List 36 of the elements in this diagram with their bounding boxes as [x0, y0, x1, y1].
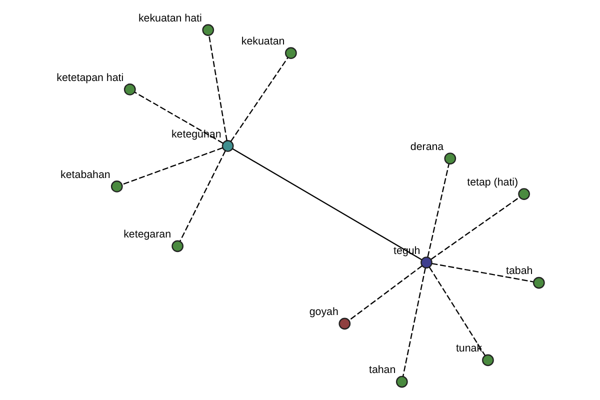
node-label: kekuatan hati — [138, 12, 202, 24]
node-label: goyah — [309, 306, 338, 318]
connector — [208, 35, 228, 141]
connector — [427, 164, 450, 258]
node-label: ketegaran — [124, 228, 172, 241]
node-circle — [172, 240, 184, 252]
connector — [348, 265, 422, 321]
node-label: tahan — [368, 364, 396, 376]
node-circle — [482, 354, 494, 366]
node-circle — [338, 318, 351, 330]
node-label: kekuatan — [241, 35, 285, 48]
connector — [432, 262, 534, 282]
connector — [180, 150, 226, 242]
node-label: derana — [410, 140, 444, 153]
node-circle — [202, 24, 214, 36]
node-label: ketabahan — [60, 168, 110, 181]
connector — [428, 266, 486, 356]
node-circle — [222, 140, 234, 152]
connector — [430, 196, 520, 260]
connector — [230, 57, 288, 142]
connector — [122, 147, 223, 186]
node-circle — [110, 180, 123, 192]
node-circle — [124, 84, 136, 96]
connector — [134, 92, 224, 144]
connector — [402, 268, 426, 376]
node-circle — [518, 188, 530, 200]
node-label: tunak — [456, 342, 482, 355]
connector — [232, 148, 422, 260]
node-circle — [532, 276, 545, 289]
node-label: ketetapan hati — [56, 72, 124, 84]
node-circle — [420, 256, 432, 268]
node-label: tetap (hati) — [467, 176, 518, 188]
node-circle — [285, 47, 297, 60]
node-label: tabah — [506, 265, 533, 278]
node-circle — [444, 152, 456, 164]
node-circle — [396, 376, 408, 388]
